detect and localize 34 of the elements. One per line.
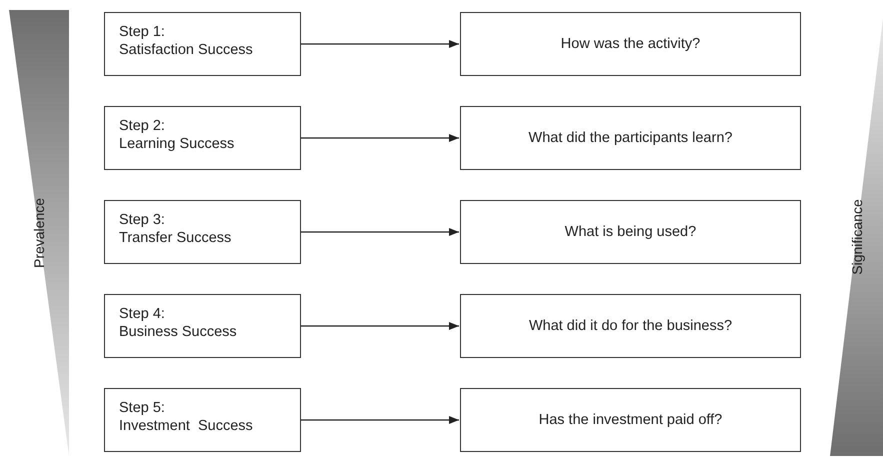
step-box bbox=[104, 200, 301, 264]
question-box bbox=[460, 388, 801, 452]
arrow bbox=[301, 134, 459, 142]
question-text: What did it do for the business? bbox=[528, 318, 732, 334]
step-number: Step 5: bbox=[119, 399, 166, 417]
question-text: What is being used? bbox=[564, 224, 696, 240]
step-box bbox=[104, 106, 301, 170]
question-box bbox=[460, 294, 801, 358]
step-box bbox=[104, 388, 301, 452]
step-number: Step 4: bbox=[119, 305, 166, 323]
gradient-wedge bbox=[9, 10, 69, 456]
axis-label: Prevalence bbox=[31, 198, 47, 268]
question-box bbox=[460, 106, 801, 170]
gradient-wedge bbox=[830, 18, 883, 456]
step-title: Learning Success bbox=[119, 135, 236, 153]
arrow bbox=[301, 322, 459, 330]
step-title: Business Success bbox=[119, 323, 238, 341]
question-box bbox=[460, 12, 801, 76]
step-title: Satisfaction Success bbox=[119, 41, 254, 59]
arrow bbox=[301, 228, 459, 236]
question-text: Has the investment paid off? bbox=[538, 412, 722, 428]
step-number: Step 2: bbox=[119, 117, 166, 135]
arrow bbox=[301, 40, 459, 48]
arrow bbox=[301, 416, 459, 424]
step-number: Step 1: bbox=[119, 23, 166, 41]
step-box bbox=[104, 294, 301, 358]
question-text: What did the participants learn? bbox=[528, 130, 732, 146]
question-text: How was the activity? bbox=[560, 36, 700, 52]
axis-label: Significance bbox=[848, 199, 864, 275]
step-box bbox=[104, 12, 301, 76]
step-title: Investment Success bbox=[119, 417, 254, 435]
step-number: Step 3: bbox=[119, 211, 166, 229]
step-title: Transfer Success bbox=[119, 229, 232, 247]
question-box bbox=[460, 200, 801, 264]
